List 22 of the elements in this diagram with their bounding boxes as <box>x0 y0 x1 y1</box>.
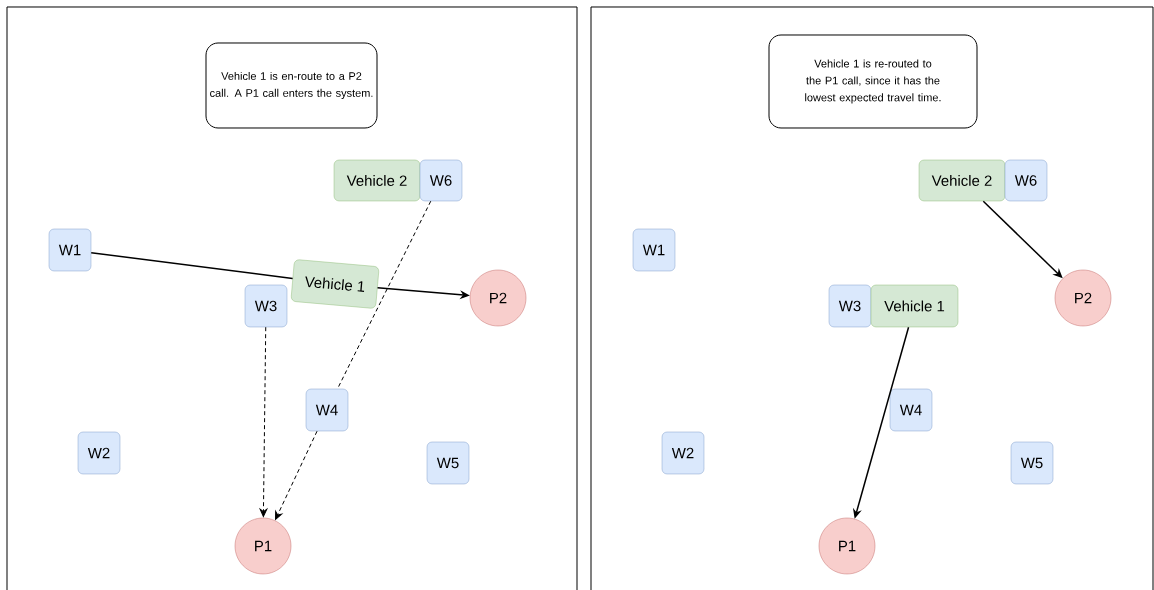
vehicle-box: Vehicle 1 <box>291 259 379 309</box>
waypoint-box: W3 <box>244 284 288 328</box>
waypoint-box: W6 <box>1004 159 1048 202</box>
vehicle-box: Vehicle 2 <box>918 159 1006 202</box>
waypoint-box: W1 <box>48 228 92 272</box>
note-box: Vehicle 1 is re-routed to the P1 call, since it has the lowest expected travel time. <box>768 34 978 129</box>
panel-frame <box>6 6 578 590</box>
vehicle-box: Vehicle 2 <box>333 159 421 202</box>
panel-frame <box>590 6 1154 590</box>
waypoint-box: W2 <box>77 431 121 475</box>
arrow <box>259 326 268 518</box>
waypoint-box: W4 <box>889 388 933 432</box>
waypoint-box: W4 <box>305 388 349 432</box>
note-box: Vehicle 1 is en-route to a P2 call. A P1 call enters the system. <box>205 42 378 129</box>
waypoint-box: W5 <box>1010 441 1054 485</box>
vehicle-box: Vehicle 1 <box>870 284 959 328</box>
waypoint-box: W6 <box>419 159 463 202</box>
waypoint-box: W2 <box>661 431 705 475</box>
waypoint-box: W1 <box>632 228 676 272</box>
waypoint-box: W5 <box>426 441 470 485</box>
waypoint-box: W3 <box>828 284 872 328</box>
arrow <box>275 430 318 520</box>
